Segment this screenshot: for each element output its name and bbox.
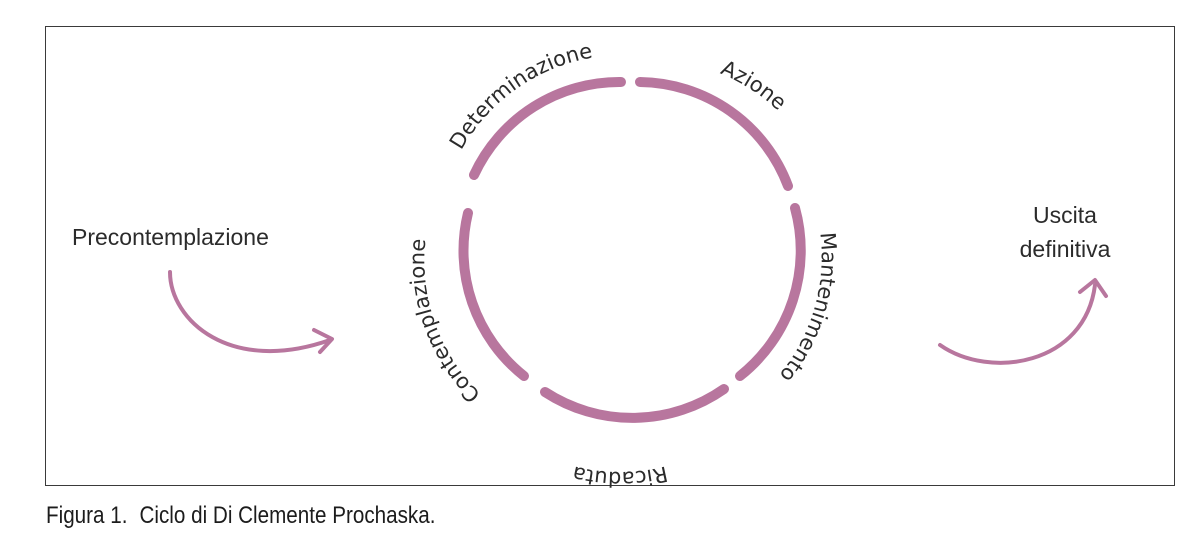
cycle-arc-azione [635,77,793,191]
caption-text: Ciclo di Di Clemente Prochaska. [139,502,436,529]
cycle-arc-contemplazione [458,208,529,381]
stage-label-ricaduta: Ricaduta [570,461,670,491]
figure-caption: Figura 1. Ciclo di Di Clemente Prochaska. [46,502,435,530]
exit-label: Uscita definitiva [1005,198,1125,266]
cycle-arc-mantenimento [735,203,806,381]
cycle-arc-ricaduta [540,384,729,423]
cycle-arc-determinazione [469,76,626,180]
entry-label: Precontemplazione [72,224,269,250]
entry-arrow [168,270,332,353]
caption-number: Figura 1. [46,502,128,529]
entry-arrow-head [312,328,334,354]
exit-arrow-head [1078,278,1108,298]
exit-label-line1: Uscita [1033,202,1097,228]
exit-arrow [938,283,1097,365]
stage-label-contemplazione: Contemplazione [405,238,484,408]
exit-label-line2: definitiva [1019,236,1111,262]
figure-frame [45,26,1175,486]
stage-label-determinazione: Determinazione [445,39,594,153]
